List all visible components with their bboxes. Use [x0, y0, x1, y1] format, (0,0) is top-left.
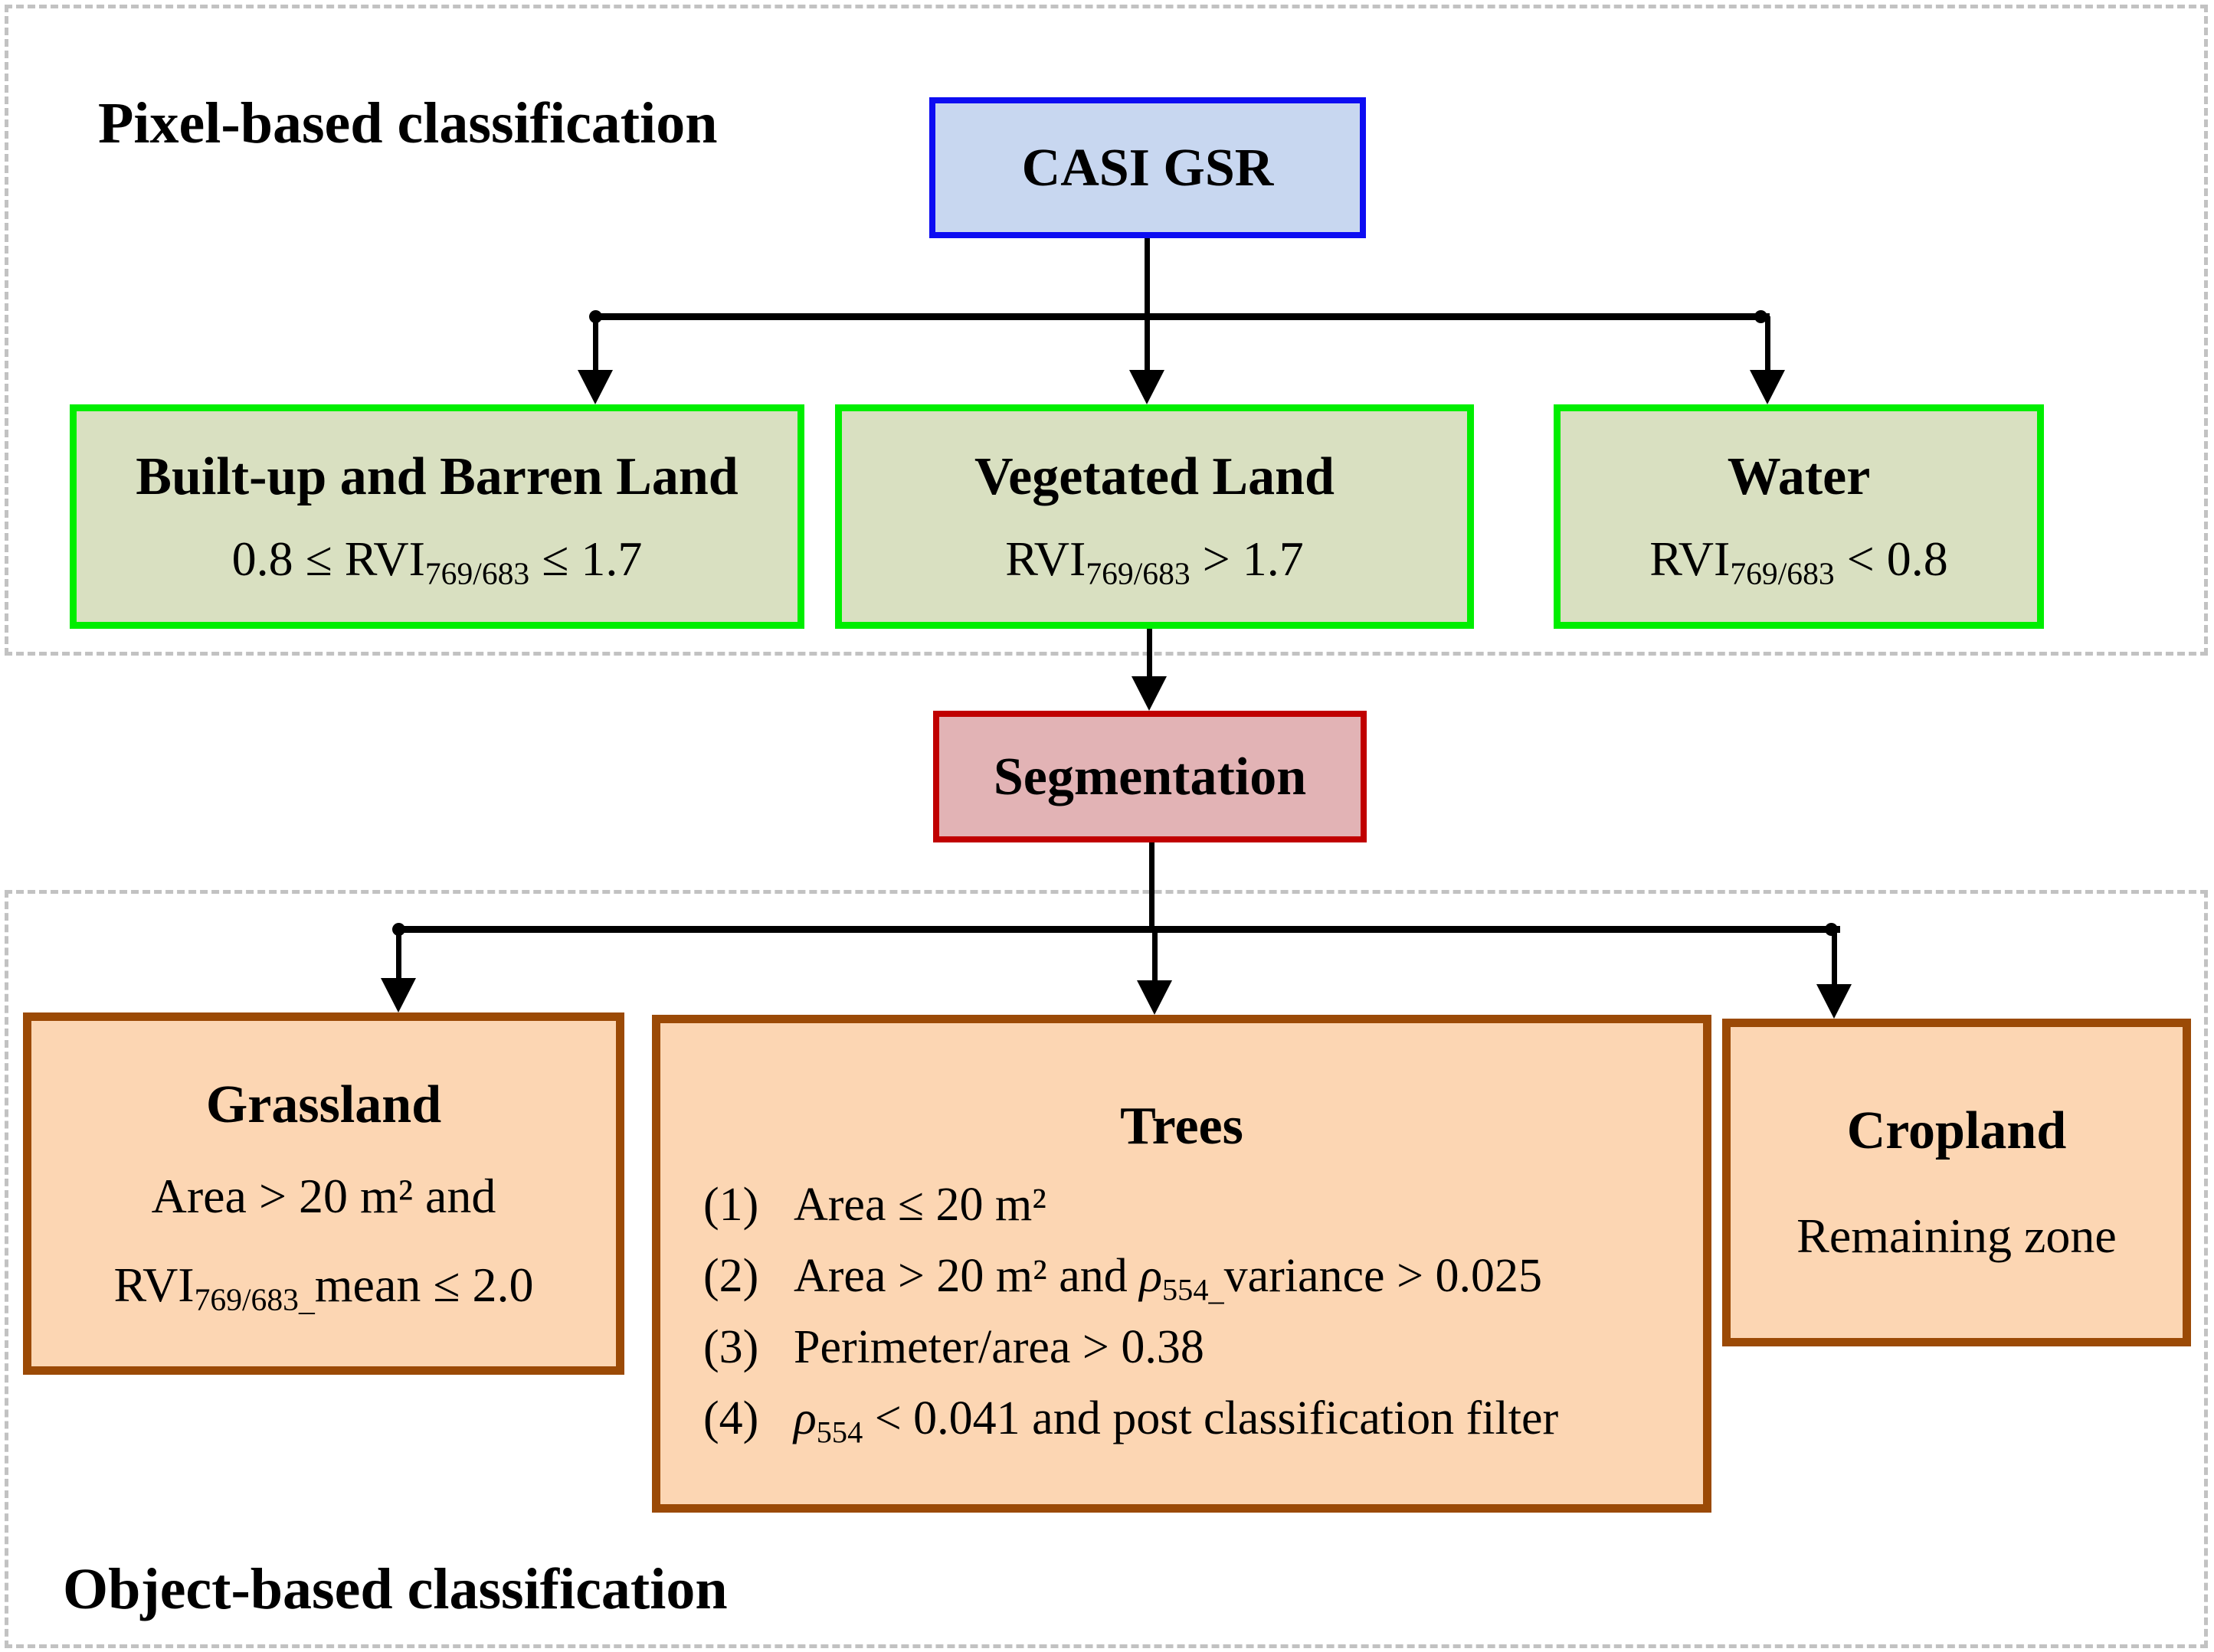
arrowhead-water: [1750, 370, 1785, 404]
node-grassland: Grassland Area > 20 m² and RVI769/683_me…: [23, 1012, 624, 1375]
object-based-region: [5, 890, 2208, 1648]
trees-rule-4-text: ρ554 < 0.041 and post classification fil…: [794, 1392, 1559, 1450]
connector-seg-stem: [1149, 842, 1154, 931]
trees-rule-2: (2) Area > 20 m² and ρ554_variance > 0.0…: [703, 1241, 1672, 1312]
builtup-rule: 0.8 ≤ RVI769/683 ≤ 1.7: [231, 531, 643, 591]
connector-builtup-shaft: [593, 316, 598, 373]
trees-title: Trees: [1120, 1097, 1243, 1156]
arrowhead-builtup: [578, 370, 613, 404]
grassland-rule-line2: RVI769/683_mean ≤ 2.0: [113, 1258, 534, 1317]
trees-rule-1-number: (1): [703, 1179, 759, 1231]
object-section-label: Object-based classification: [63, 1557, 728, 1621]
water-title: Water: [1727, 447, 1871, 506]
node-cropland: Cropland Remaining zone: [1722, 1019, 2191, 1346]
connector-bottom-horizontal: [396, 926, 1840, 933]
arrowhead-grassland: [381, 978, 416, 1012]
node-trees: Trees (1) Area ≤ 20 m² (2) Area > 20 m² …: [652, 1015, 1711, 1513]
builtup-title: Built-up and Barren Land: [136, 447, 739, 506]
arrowhead-cropland: [1816, 984, 1852, 1019]
arrowhead-segmentation: [1132, 676, 1167, 711]
connector-cropland-shaft: [1832, 929, 1837, 987]
trees-rule-4-number: (4): [703, 1392, 759, 1444]
node-builtup-barren-land: Built-up and Barren Land 0.8 ≤ RVI769/68…: [70, 404, 804, 629]
arrowhead-trees: [1137, 980, 1172, 1015]
connector-vegetated-shaft: [1145, 316, 1150, 373]
water-rule: RVI769/683 < 0.8: [1649, 531, 1948, 591]
pixel-section-label: Pixel-based classification: [98, 91, 718, 155]
trees-rule-3-number: (3): [703, 1321, 759, 1373]
grassland-title: Grassland: [205, 1075, 442, 1134]
segmentation-title: Segmentation: [993, 747, 1307, 806]
trees-rule-2-number: (2): [703, 1250, 759, 1302]
connector-top-right-cap: [1754, 310, 1767, 323]
casi-title: CASI GSR: [1021, 138, 1274, 198]
trees-rule-list: (1) Area ≤ 20 m² (2) Area > 20 m² and ρ5…: [660, 1169, 1703, 1454]
trees-rule-4: (4) ρ554 < 0.041 and post classification…: [703, 1383, 1672, 1454]
connector-casi-stem: [1145, 237, 1150, 319]
trees-rule-3: (3) Perimeter/area > 0.38: [703, 1312, 1672, 1383]
connector-trees-shaft: [1152, 929, 1158, 983]
cropland-title: Cropland: [1846, 1101, 2067, 1161]
trees-rule-1: (1) Area ≤ 20 m²: [703, 1169, 1672, 1241]
node-segmentation: Segmentation: [933, 711, 1367, 842]
vegetated-title: Vegetated Land: [974, 447, 1335, 506]
connector-water-shaft: [1765, 316, 1770, 373]
node-vegetated-land: Vegetated Land RVI769/683 > 1.7: [835, 404, 1474, 629]
connector-grassland-shaft: [396, 929, 401, 981]
trees-rule-2-text: Area > 20 m² and ρ554_variance > 0.025: [794, 1250, 1543, 1307]
pixel-based-region: [5, 5, 2208, 656]
node-water: Water RVI769/683 < 0.8: [1554, 404, 2044, 629]
connector-top-horizontal: [593, 313, 1770, 320]
trees-rule-3-text: Perimeter/area > 0.38: [794, 1321, 1204, 1373]
trees-rule-1-text: Area ≤ 20 m²: [794, 1179, 1046, 1231]
cropland-rule: Remaining zone: [1796, 1209, 2117, 1264]
node-casi-gsr: CASI GSR: [929, 97, 1366, 238]
vegetated-rule: RVI769/683 > 1.7: [1005, 531, 1304, 591]
arrowhead-vegetated: [1129, 370, 1164, 404]
grassland-rule-line1: Area > 20 m² and: [151, 1168, 496, 1223]
connector-veg-to-seg-shaft: [1147, 629, 1152, 679]
